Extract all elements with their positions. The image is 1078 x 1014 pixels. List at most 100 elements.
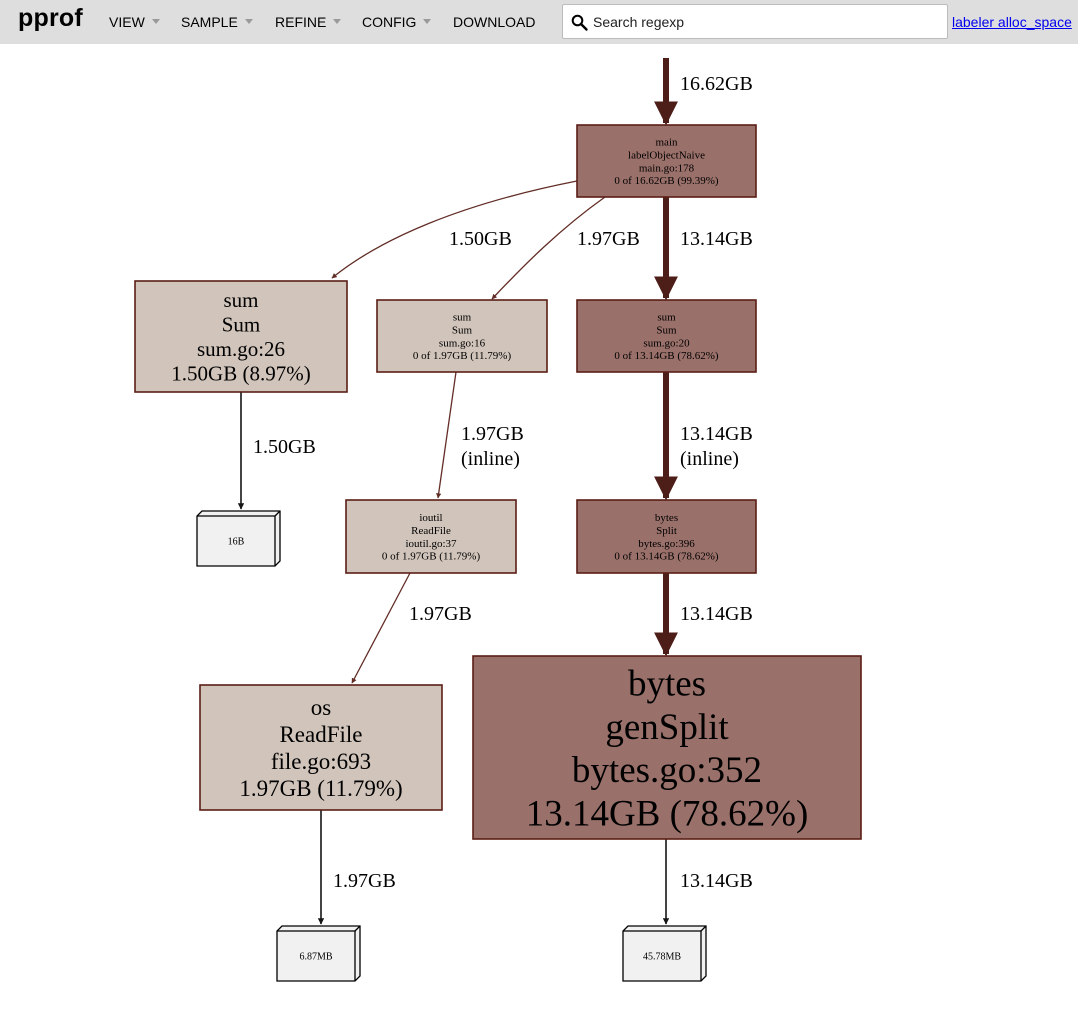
edge-line [436, 371, 457, 499]
search-icon [571, 14, 588, 31]
edge-label: 13.14GB [680, 870, 753, 892]
node-label-line: 0 of 1.97GB (11.79%) [413, 350, 512, 362]
menu-download-label: DOWNLOAD [453, 14, 536, 30]
menu-config[interactable]: CONFIG [362, 14, 432, 30]
edge-label: 13.14GB [680, 603, 753, 625]
edge-label-line: 1.50GB [449, 228, 512, 250]
menu-refine[interactable]: REFINE [275, 14, 342, 30]
node-box [199, 684, 443, 811]
node-label-line: main.go:178 [639, 162, 695, 174]
node-label-line: sum.go:20 [643, 337, 690, 349]
node-box [576, 124, 757, 198]
menu-refine-label: REFINE [275, 14, 327, 30]
edge-label-line: 1.50GB [253, 436, 316, 458]
node-box [376, 299, 548, 373]
node-label-line: ioutil.go:37 [405, 538, 457, 550]
edge-label: 13.14GB [680, 228, 753, 250]
node-leaf4578[interactable]: 45.78MB [622, 925, 707, 982]
node-label-line: bytes.go:396 [638, 538, 695, 550]
edge-label: 13.14GB(inline) [680, 423, 753, 470]
menu-download[interactable]: DOWNLOAD [453, 14, 535, 30]
node-label-line: os [311, 695, 332, 720]
caret-down-icon [244, 19, 253, 24]
search-input[interactable] [593, 11, 933, 33]
edge-label-line: 1.97GB [461, 423, 524, 445]
edge-main-sum16[interactable]: 1.97GB [491, 196, 640, 300]
edge-split-gensplit[interactable]: 13.14GB [654, 573, 753, 657]
edge-ioutil-os[interactable]: 1.97GB [351, 572, 472, 684]
node-label-line: 0 of 13.14GB (78.62%) [614, 551, 719, 563]
node-label-line: sum [657, 312, 676, 324]
edge-label-line: 13.14GB [680, 228, 753, 250]
leaf-box-corner [700, 925, 707, 932]
node-box [576, 499, 757, 574]
node-box [576, 299, 757, 373]
menu-config-label: CONFIG [362, 14, 417, 30]
edge-label: 1.50GB [449, 228, 512, 250]
edge-main-sum20[interactable]: 13.14GB [654, 197, 753, 301]
leaf-box-corner [354, 925, 361, 932]
menu-view-label: VIEW [109, 14, 145, 30]
menu-sample[interactable]: SAMPLE [181, 14, 253, 30]
node-label-line: Sum [656, 324, 677, 336]
edge-label-line: (inline) [461, 448, 520, 470]
edge-label: 1.97GB [409, 603, 472, 625]
edge-label-line: 13.14GB [680, 423, 753, 445]
node-label-line: ReadFile [411, 525, 451, 537]
edge-line [331, 180, 578, 279]
node-label-line: 13.14GB (78.62%) [526, 793, 809, 834]
node-label-line: ReadFile [279, 722, 362, 747]
node-label-line: file.go:693 [271, 749, 371, 774]
caret-down-icon [423, 19, 432, 24]
node-label-line: sum.go:26 [197, 337, 285, 361]
edge-label-line: 16.62GB [680, 73, 753, 95]
edge-label-line: 1.97GB [409, 603, 472, 625]
node-label-line: 1.50GB (8.97%) [171, 362, 310, 386]
node-label-line: 1.97GB (11.79%) [239, 776, 402, 801]
menu-view[interactable]: VIEW [109, 14, 160, 30]
node-leaf687[interactable]: 6.87MB [276, 925, 361, 982]
search-box[interactable] [562, 4, 948, 39]
edge-os-leaf687[interactable]: 1.97GB [317, 810, 396, 925]
edge-main-sum26[interactable]: 1.50GB [331, 180, 578, 279]
node-label-line: 0 of 1.97GB (11.79%) [382, 551, 481, 563]
leaf-label: 45.78MB [643, 952, 681, 963]
pprof-logo: pprof [18, 4, 83, 32]
node-box [345, 499, 517, 574]
node-label-line: sum [223, 288, 258, 312]
edge-sum26-leaf16b[interactable]: 1.50GB [237, 392, 316, 510]
toolbar: pprof VIEW SAMPLE REFINE CONFIG DOWNLOAD… [0, 0, 1078, 44]
edge-line [351, 572, 411, 684]
leaf-label: 6.87MB [299, 952, 332, 963]
edge-gensplit-leaf4578[interactable]: 13.14GB [662, 839, 753, 925]
node-label-line: bytes.go:352 [572, 750, 762, 791]
caret-down-icon [333, 19, 342, 24]
edge-label-line: 13.14GB [680, 870, 753, 892]
node-leaf16b[interactable]: 16B [196, 510, 281, 567]
edge-label-line: 13.14GB [680, 603, 753, 625]
profile-title-link[interactable]: labeler alloc_space [952, 14, 1072, 30]
edge-label: 16.62GB [680, 73, 753, 95]
edge-label-line: 1.97GB [333, 870, 396, 892]
menu-sample-label: SAMPLE [181, 14, 238, 30]
node-label-line: 0 of 13.14GB (78.62%) [614, 350, 719, 362]
node-label-line: Sum [222, 313, 261, 337]
edge-label: 1.50GB [253, 436, 316, 458]
edge-sum16-ioutil[interactable]: 1.97GB (inline) [436, 371, 524, 499]
edge-sum20-split[interactable]: 13.14GB(inline) [654, 372, 753, 501]
edge-root-main[interactable]: 16.62GB [654, 58, 753, 126]
